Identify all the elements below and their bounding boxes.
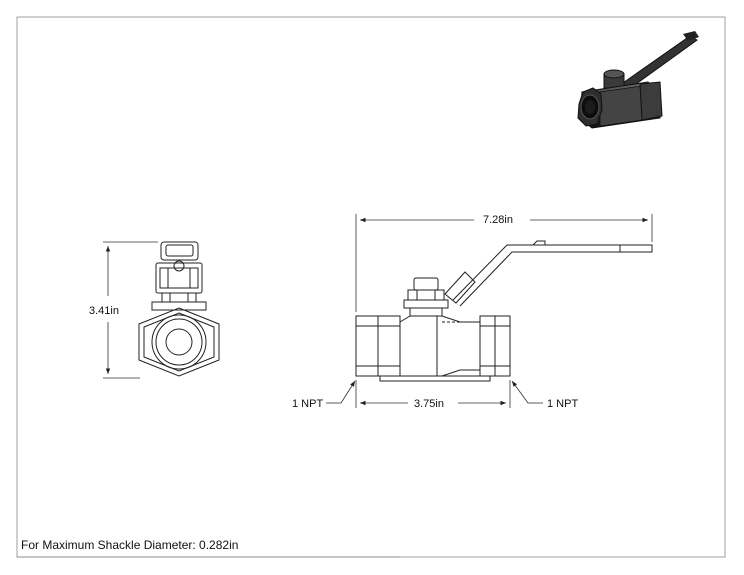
overall-length-label: 7.28in [483,214,513,226]
overall-length-dimension [355,214,653,312]
height-dimension-label: 3.41in [89,305,119,317]
left-port-label: 1 NPT [292,398,323,410]
left-port-leader [326,380,356,404]
height-dimension [103,241,158,379]
body-length-dimension [355,380,511,408]
end-view [138,241,220,377]
shackle-note: For Maximum Shackle Diameter: 0.282in [21,538,239,552]
isometric-valve-view [577,31,699,129]
right-port-leader [511,380,543,404]
side-view [355,240,653,382]
right-port-label: 1 NPT [547,398,578,410]
body-length-label: 3.75in [414,398,444,410]
